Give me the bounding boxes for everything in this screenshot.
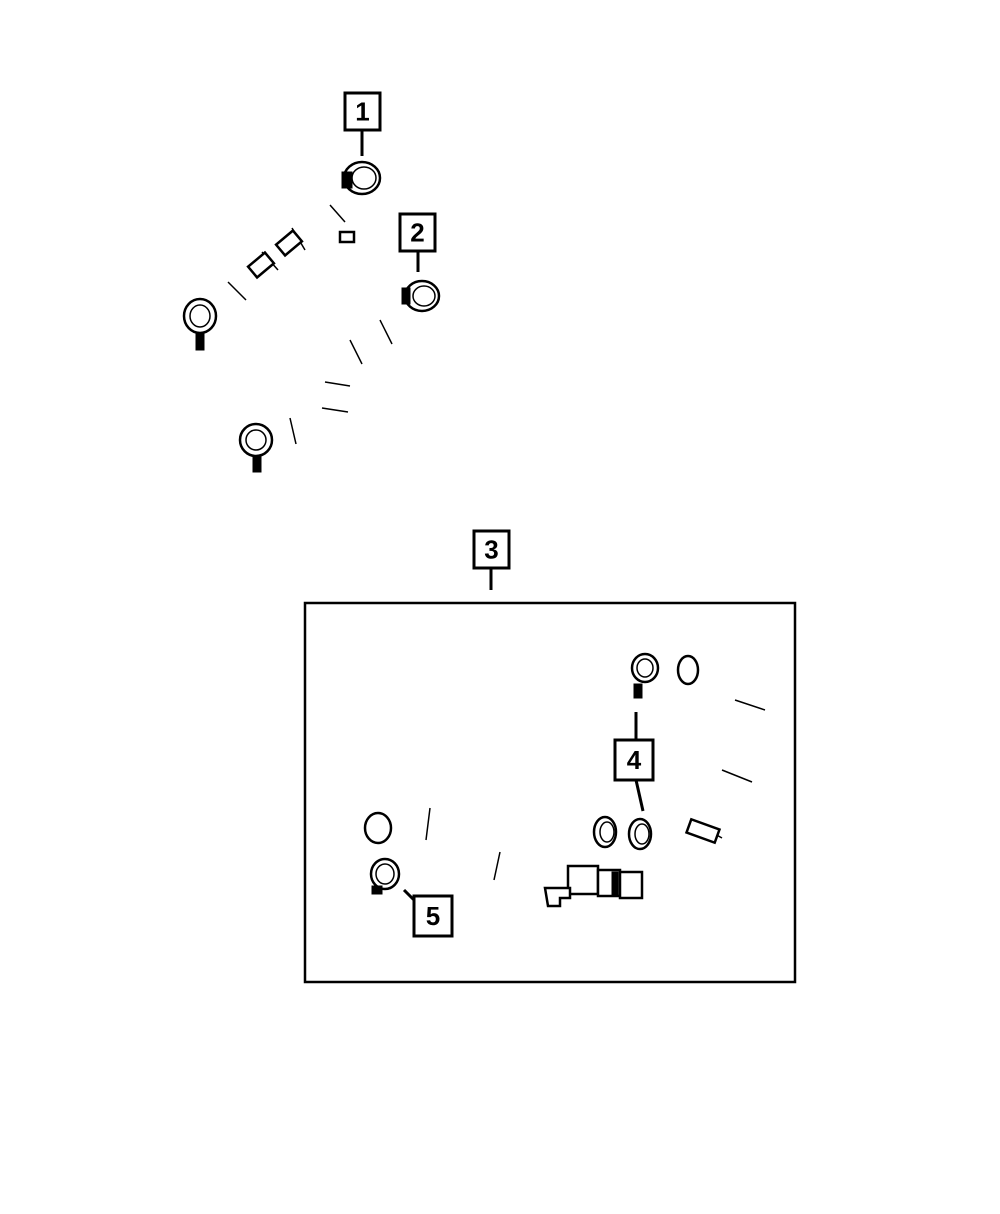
callout-2-label: 2 [410, 218, 424, 248]
hose-part-1[interactable] [182, 160, 382, 351]
callout-5[interactable]: 5 [412, 894, 454, 938]
clamp-part-4-left[interactable] [592, 815, 618, 849]
callout-1[interactable]: 1 [343, 91, 382, 132]
kit-frame [303, 601, 797, 984]
clamp-part-5[interactable] [369, 857, 401, 895]
clamp-part-4-top[interactable] [630, 652, 660, 699]
callout-5-label: 5 [426, 901, 440, 931]
leader-5 [402, 888, 416, 902]
callout-3[interactable]: 3 [472, 529, 511, 570]
hose-part-2[interactable] [238, 279, 441, 473]
callout-2[interactable]: 2 [398, 212, 437, 253]
callout-4[interactable]: 4 [613, 738, 655, 782]
hose-part-3[interactable] [363, 653, 766, 908]
leader-4-bottom [634, 779, 645, 812]
callout-1-label: 1 [355, 97, 369, 127]
clamp-part-4-right[interactable] [627, 817, 653, 851]
callout-4-label: 4 [627, 745, 642, 775]
callout-3-label: 3 [484, 535, 498, 565]
